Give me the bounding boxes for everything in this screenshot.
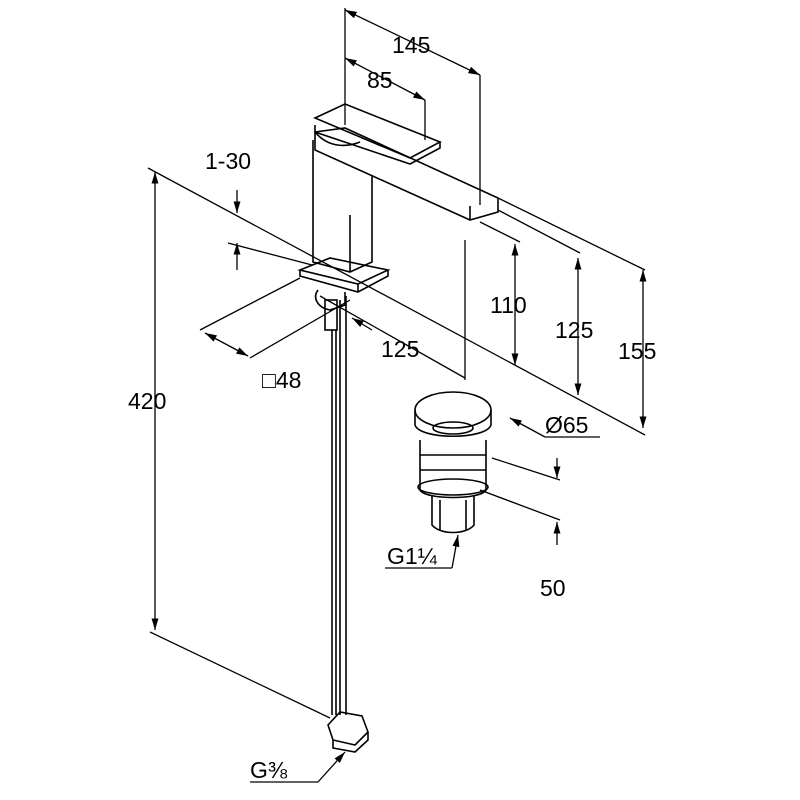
dim-1-30	[227, 190, 313, 270]
leader-g38	[317, 751, 346, 783]
label-155: 155	[618, 338, 657, 364]
label-145: 145	[392, 32, 431, 58]
waste-valve	[414, 391, 492, 534]
label-125-lower: 125	[381, 336, 420, 362]
label-48: □48	[262, 367, 302, 393]
dim-85	[344, 57, 426, 140]
extension-lines	[147, 167, 646, 719]
label-g38: G⅜	[250, 757, 288, 783]
label-g114: G1¼	[387, 543, 437, 569]
label-420: 420	[128, 388, 167, 414]
dim-50	[479, 457, 561, 545]
faucet-body	[297, 103, 499, 753]
leader-65	[509, 417, 546, 438]
leader-g114	[451, 534, 460, 569]
label-110: 110	[490, 292, 527, 318]
label-125: 125	[555, 317, 594, 343]
dim-48	[199, 277, 351, 359]
label-1-30: 1-30	[205, 148, 252, 174]
label-85: 85	[367, 67, 393, 93]
label-65: Ø65	[545, 412, 589, 438]
label-50: 50	[540, 575, 566, 601]
dim-125-lower	[351, 317, 373, 331]
